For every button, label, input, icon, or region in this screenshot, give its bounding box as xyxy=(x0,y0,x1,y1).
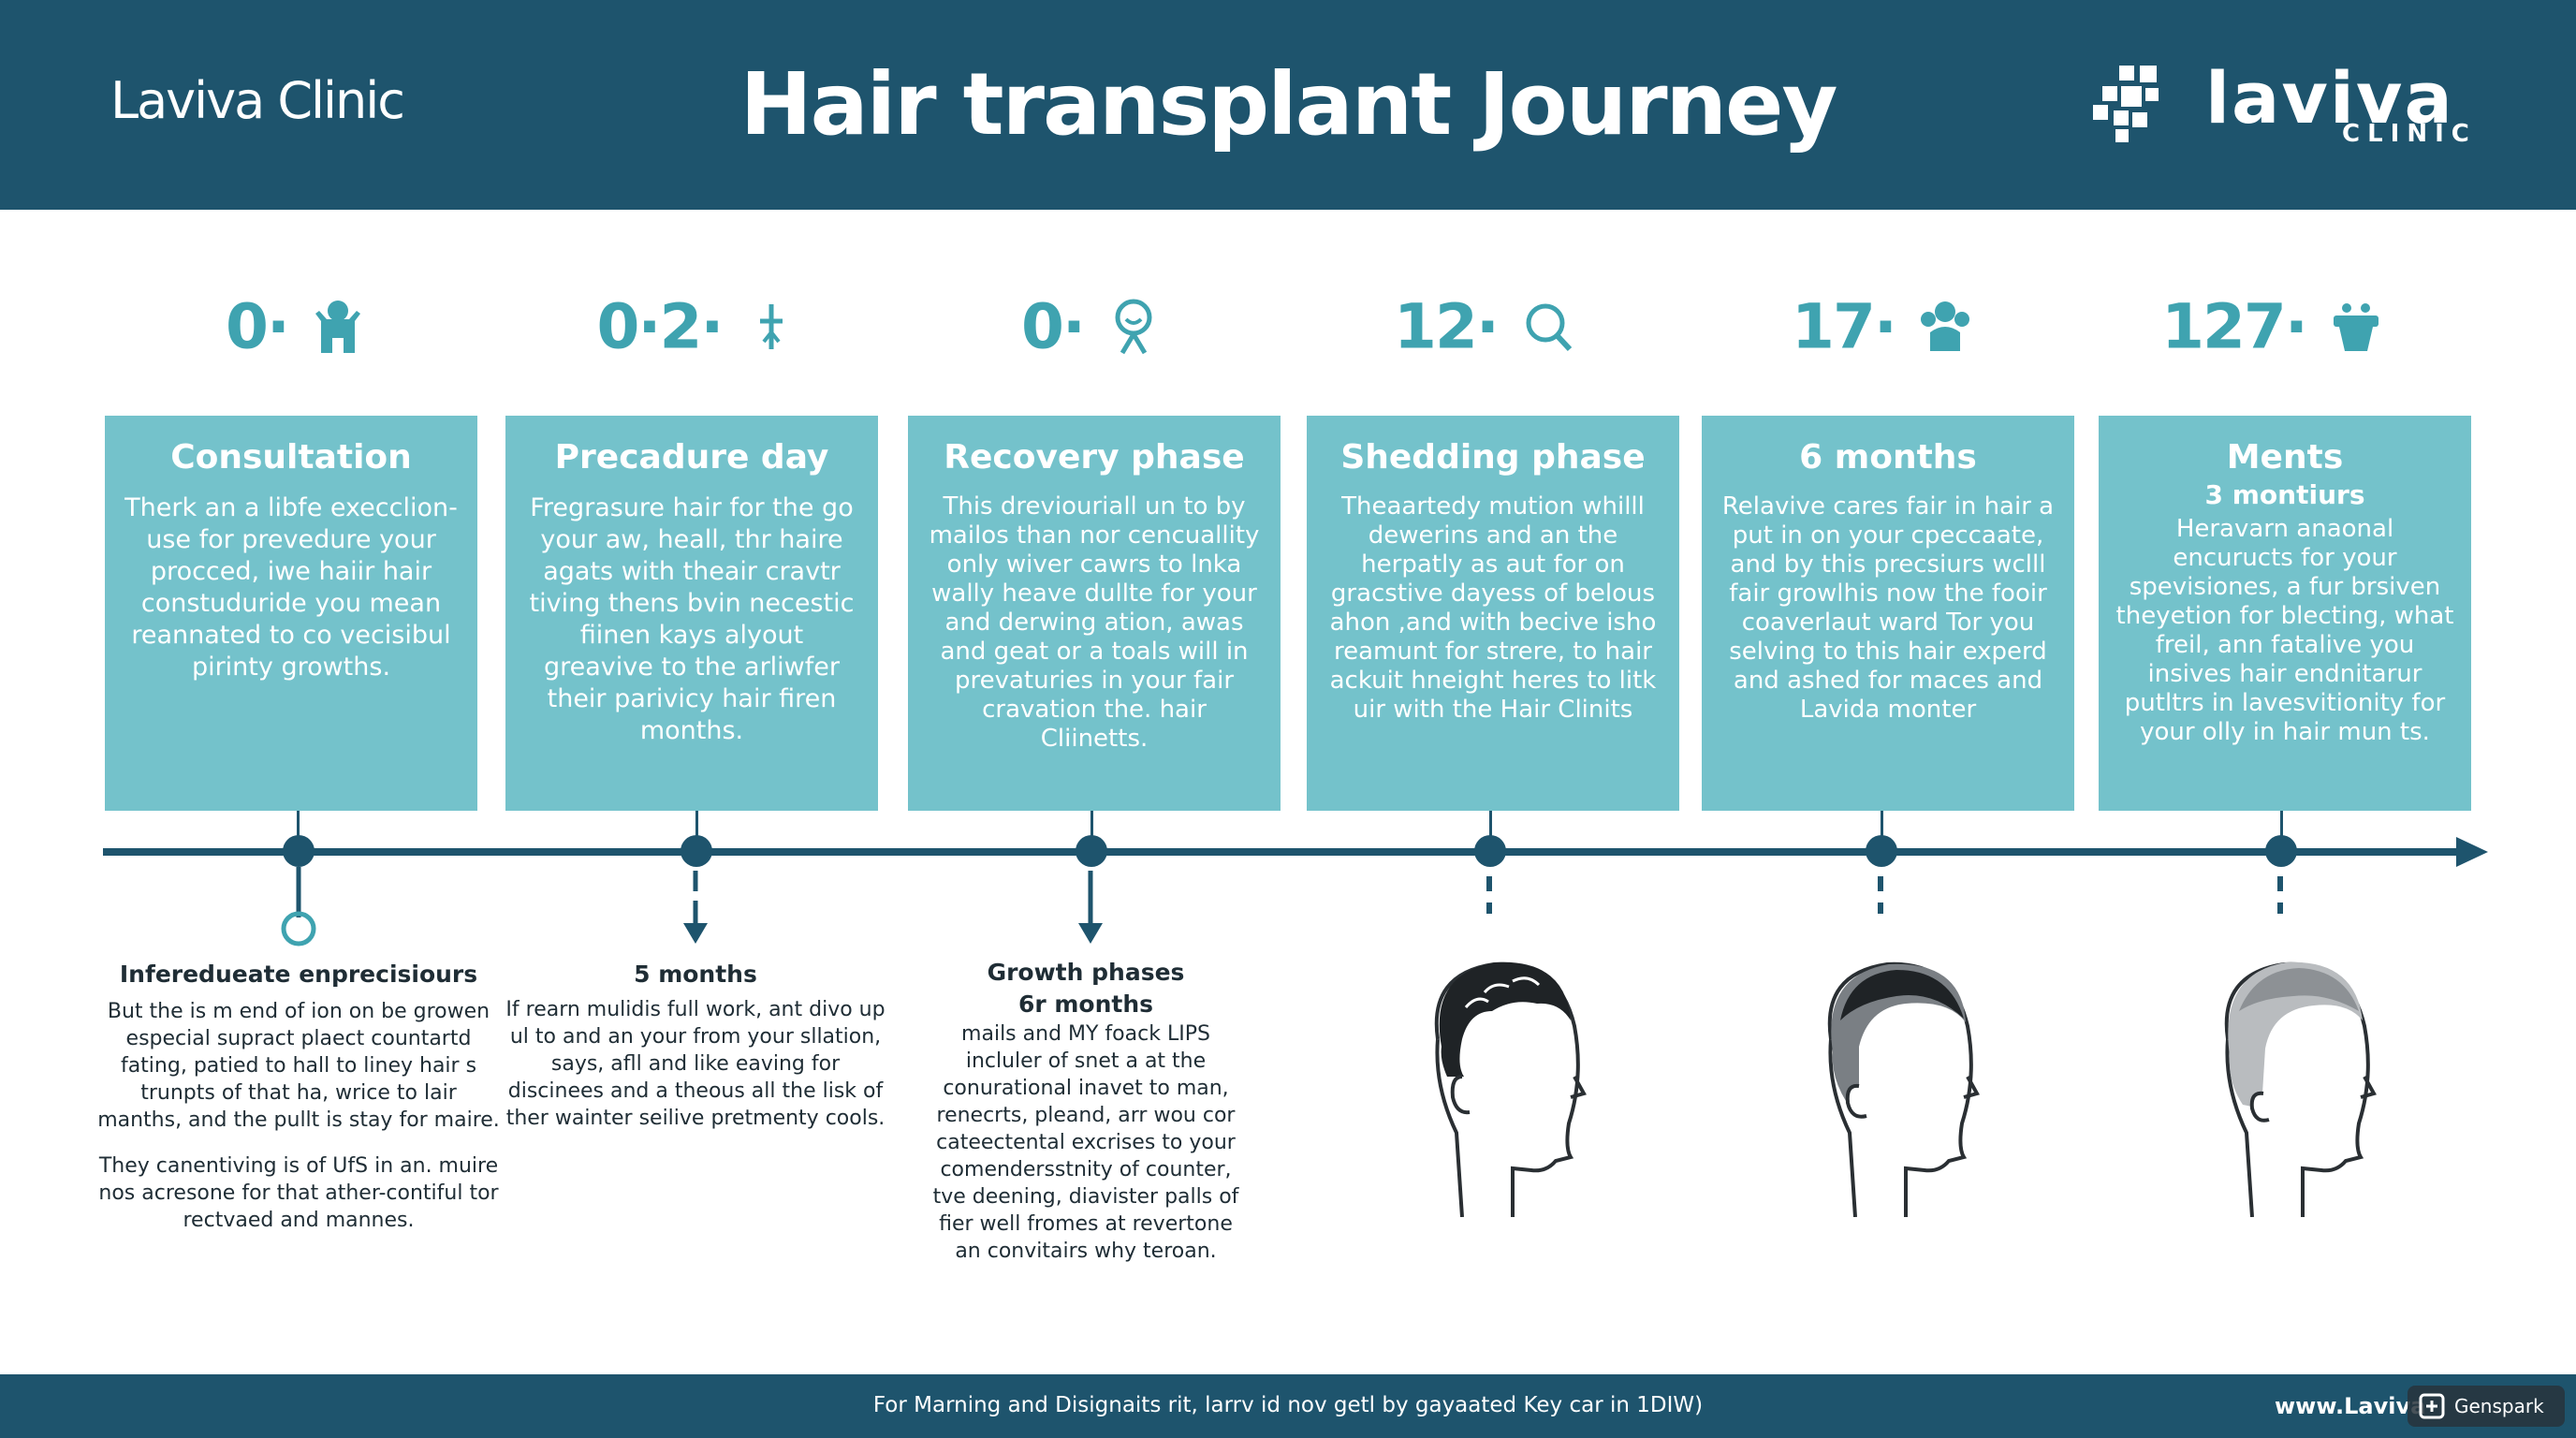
smile-person-icon xyxy=(1115,299,1152,355)
card-stem xyxy=(1489,811,1492,837)
step-marker-label: 0· xyxy=(226,290,290,363)
step-description: Therk an a libfe execclion- use for prev… xyxy=(124,493,458,682)
gift-icon xyxy=(2333,302,2378,351)
timeline-node xyxy=(1076,835,1107,867)
step-marker-label: 127· xyxy=(2161,290,2308,363)
full-hair-head-icon xyxy=(2224,961,2377,1217)
step-description: Relavive cares fair in hair a put in on … xyxy=(1721,492,2055,724)
timeline-node xyxy=(1866,835,1897,867)
step-description: Fregrasure hair for the go your aw, heal… xyxy=(529,493,855,745)
detail-title: 5 months xyxy=(634,961,757,988)
detail-paragraph: They canentiving is of UfS in an. muire … xyxy=(98,1154,499,1232)
detail-block: 5 months If rearn mulidis full work, ant… xyxy=(505,959,886,1151)
step-title: Shedding phase xyxy=(1340,438,1646,477)
card-stem xyxy=(1881,811,1883,837)
detail-subtitle: 6r months xyxy=(1017,990,1154,1018)
step-marker: 127· xyxy=(2117,286,2426,371)
search-icon xyxy=(1526,303,1573,351)
group-icon xyxy=(1920,301,1969,351)
connector-arrow xyxy=(1078,871,1103,944)
step-marker: 0· xyxy=(140,286,449,371)
timeline-arrowhead xyxy=(2456,837,2488,867)
logo-name: laviva xyxy=(2205,56,2454,139)
brand-name: Laviva Clinic xyxy=(110,71,405,130)
header-bar: Laviva Clinic Hair transplant Journey la… xyxy=(0,0,2576,210)
step-card: Shedding phase Theaartedy mution whilll … xyxy=(1307,416,1679,811)
step-card: 6 months Relavive cares fair in hair a p… xyxy=(1702,416,2074,811)
connector-arrow xyxy=(683,871,708,944)
connector-dashed xyxy=(2277,876,2283,914)
detail-paragraph: If rearn mulidis full work, ant divo up … xyxy=(505,998,886,1130)
card-stem xyxy=(2280,811,2283,837)
step-title: Ments xyxy=(2226,438,2344,477)
step-title: Recovery phase xyxy=(944,438,1245,477)
badge-label: Genspark xyxy=(2454,1395,2544,1417)
step-card: Recovery phase This dreviouriall un to b… xyxy=(908,416,1281,811)
step-description: Heravarn anaonal encuructs for your spev… xyxy=(2115,515,2454,746)
detail-paragraph: But the is m end of ion on be growen esp… xyxy=(97,1000,500,1132)
person-icon xyxy=(315,300,360,353)
step-card: Ments 3 montiurs Heravarn anaonal encuru… xyxy=(2099,416,2471,811)
sparkle-icon xyxy=(760,303,783,349)
step-marker-label: 0·2· xyxy=(596,290,724,363)
step-title: Consultation xyxy=(170,438,412,477)
cross-logo-icon xyxy=(2093,66,2159,142)
timeline-node xyxy=(681,835,712,867)
step-title: Precadure day xyxy=(554,438,829,477)
step-description: This dreviouriall un to by mailos than n… xyxy=(929,492,1260,753)
short-hair-head-icon xyxy=(1434,961,1587,1217)
detail-text: mails and MY foack LIPS incluler of snet… xyxy=(927,1020,1245,1265)
detail-paragraph: mails and MY foack LIPS incluler of snet… xyxy=(932,1022,1239,1263)
card-stem xyxy=(297,811,300,837)
footer-bar: For Marning and Disignaits rit, larrv id… xyxy=(0,1374,2576,1438)
timeline-axis xyxy=(103,848,2462,856)
detail-text: If rearn mulidis full work, ant divo up … xyxy=(505,996,886,1132)
clinic-logo: laviva CLINIC xyxy=(2093,56,2469,155)
logo-subtitle: CLINIC xyxy=(2342,120,2477,148)
timeline-node xyxy=(2265,835,2297,867)
step-marker-label: 0· xyxy=(1021,290,1086,363)
connector-dashed xyxy=(1878,876,1883,914)
step-marker: 12· xyxy=(1329,286,1638,371)
growing-hair-head-icon xyxy=(1827,961,1980,1217)
step-title: 6 months xyxy=(1799,438,1977,477)
footer-note: For Marning and Disignaits rit, larrv id… xyxy=(872,1393,1704,1417)
page-title: Hair transplant Journey xyxy=(739,54,1838,154)
timeline-node xyxy=(283,835,315,867)
detail-block: Growth phases 6r months mails and MY foa… xyxy=(927,957,1245,1284)
step-marker-label: 12· xyxy=(1394,290,1500,363)
detail-title: Inferedueate enprecisiours xyxy=(119,961,478,988)
step-marker: 0·2· xyxy=(543,286,852,371)
detail-block: Inferedueate enprecisiours But the is m … xyxy=(97,959,500,1253)
timeline-node xyxy=(1474,835,1506,867)
connector-dashed xyxy=(1486,876,1492,914)
step-subtitle: 3 montiurs xyxy=(2204,479,2365,510)
step-card: Precadure day Fregrasure hair for the go… xyxy=(505,416,878,811)
step-description: Theaartedy mution whilll dewerins and an… xyxy=(1329,492,1657,724)
footer-website-link[interactable]: www.Laviva xyxy=(2275,1393,2426,1419)
step-card: Consultation Therk an a libfe execclion-… xyxy=(105,416,477,811)
genspark-icon xyxy=(2419,1393,2445,1419)
step-marker-label: 17· xyxy=(1792,290,1897,363)
step-marker: 0· xyxy=(936,286,1245,371)
card-stem xyxy=(695,811,698,837)
connector-ring xyxy=(281,867,316,946)
genspark-badge[interactable]: Genspark xyxy=(2408,1386,2565,1427)
step-marker: 17· xyxy=(1727,286,2036,371)
detail-title: Growth phases xyxy=(987,959,1185,986)
card-stem xyxy=(1090,811,1093,837)
detail-text: But the is m end of ion on be growen esp… xyxy=(97,998,500,1234)
